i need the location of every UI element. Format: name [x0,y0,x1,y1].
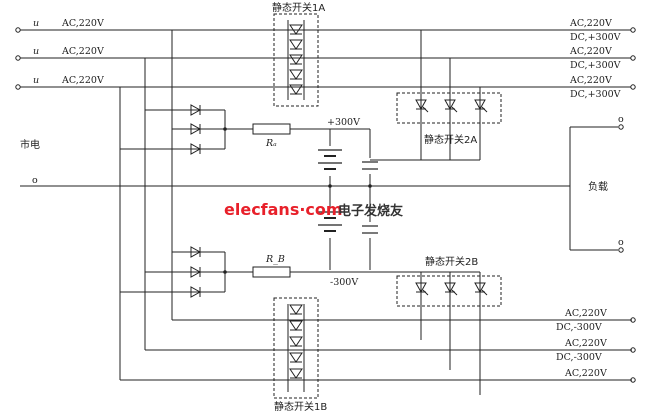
output-label-5: AC,220V [569,75,612,86]
output-label-9: AC,220V [564,338,607,349]
output-label-11: AC,220V [564,368,607,379]
switch-2a-label: 静态开关2A [424,133,477,146]
output-label-1: AC,220V [569,18,612,29]
output-label-6: DC,+300V [570,89,621,100]
neutral-mark: o [32,175,38,186]
watermark: elecfans·com 电子发烧友 [224,200,403,219]
static-switch-1a [273,13,319,107]
junction-dot [328,184,332,188]
phase2-voltage: AC,220V [61,46,104,57]
watermark-cn: 电子发烧友 [338,203,403,219]
output-terminals [630,27,636,383]
load-terminal-bottom: o [618,237,624,248]
neg-rail-label: -300V [330,277,358,288]
output-label-2: DC,+300V [570,32,621,43]
mains-label: 市电 [20,138,40,151]
phase1-voltage: AC,220V [61,18,104,29]
phase3-voltage: AC,220V [61,75,104,86]
static-switch-2b [396,275,502,307]
output-label-4: DC,+300V [570,60,621,71]
static-switch-2a [396,30,502,160]
dc-bus-neg [370,271,481,395]
junction-dot [223,270,227,274]
switch-1a-label: 静态开关1A [272,1,325,14]
watermark-site: elecfans·com [224,200,343,219]
input-terminals [15,27,21,90]
battery-pos [318,146,342,176]
phase1-label: u [33,18,39,29]
phase3-label: u [33,75,39,86]
resistor-ra [252,123,291,135]
input-wires [20,29,632,380]
load-label: 负载 [588,180,608,193]
load-terminals [618,124,624,253]
resistor-rb [252,266,291,278]
capacitor-pos [360,158,380,174]
output-label-10: DC,-300V [556,352,602,363]
output-label-7: AC,220V [564,308,607,319]
static-switch-1b [273,297,319,399]
output-label-3: AC,220V [569,46,612,57]
load-bracket [569,126,618,251]
output-label-8: DC,-300V [556,322,602,333]
switch-1b-label: 静态开关1B [274,400,327,413]
battery-neg [318,208,342,238]
output-bottom-wires [120,319,632,381]
switch-2b-label: 静态开关2B [425,255,478,268]
rectifier-bottom [120,251,370,293]
load-terminal-top: o [618,114,624,125]
resistor-rb-label: R_B [265,254,285,265]
junction-dot [368,184,372,188]
junction-dot [223,127,227,131]
phase2-label: u [33,46,39,57]
rectifier-top [120,109,371,270]
pos-rail-label: +300V [327,117,360,128]
resistor-ra-label: Rₐ [265,138,277,149]
capacitor-neg [360,222,380,238]
